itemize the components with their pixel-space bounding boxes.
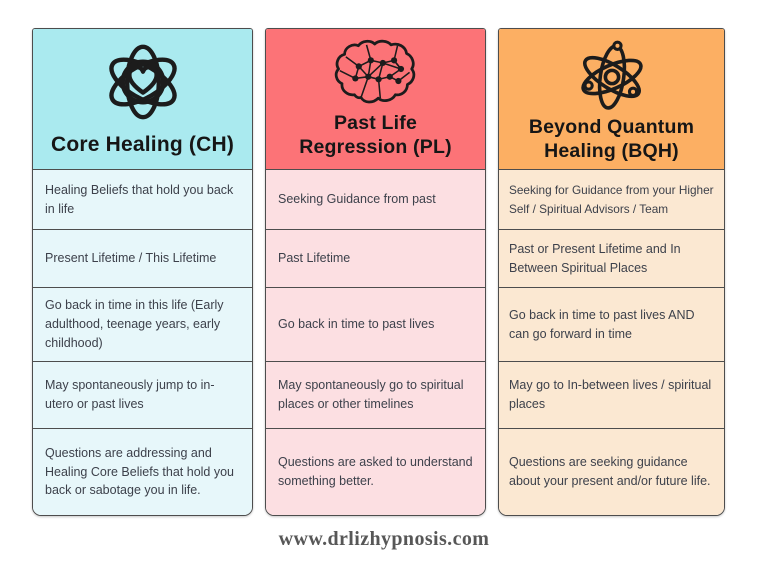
cell-ch-focus: Healing Beliefs that hold you back in li…: [33, 169, 252, 229]
cell-bqh-lifetime: Past or Present Lifetime and In Between …: [499, 229, 724, 287]
cell-bqh-timetravel: Go back in time to past lives AND can go…: [499, 287, 724, 361]
cell-bqh-spontaneous: May go to In-between lives / spiritual p…: [499, 361, 724, 428]
comparison-table: Core Healing (CH) Healing Beliefs that h…: [32, 28, 725, 516]
cell-pl-timetravel: Go back in time to past lives: [266, 287, 485, 361]
title-line: Beyond Quantum: [528, 116, 695, 138]
cell-pl-spontaneous: May spontaneously go to spiritual places…: [266, 361, 485, 428]
column-beyond-quantum-healing: Beyond Quantum Healing (BQH) Seeking for…: [498, 28, 725, 516]
cell-bqh-focus: Seeking for Guidance from your Higher Se…: [499, 169, 724, 229]
cell-ch-questions: Questions are addressing and Healing Cor…: [33, 428, 252, 515]
website-url: www.drlizhypnosis.com: [278, 528, 490, 550]
column-header-core-healing: Core Healing (CH): [33, 29, 252, 169]
cell-pl-focus: Seeking Guidance from past: [266, 169, 485, 229]
cell-ch-timetravel: Go back in time in this life (Early adul…: [33, 287, 252, 361]
atom-icon: [573, 38, 651, 116]
cell-pl-lifetime: Past Lifetime: [266, 229, 485, 287]
brain-network-icon: [328, 38, 424, 112]
atom-heart-icon: [99, 38, 187, 126]
title-line: Healing (BQH): [544, 139, 679, 162]
column-past-life-regression: Past Life Regression (PL) Seeking Guidan…: [265, 28, 486, 516]
title-line: Core Healing (CH): [50, 133, 235, 157]
column-header-past-life-regression: Past Life Regression (PL): [266, 29, 485, 169]
cell-bqh-questions: Questions are seeking guidance about you…: [499, 428, 724, 515]
cell-ch-lifetime: Present Lifetime / This Lifetime: [33, 229, 252, 287]
cell-ch-spontaneous: May spontaneously jump to in-utero or pa…: [33, 361, 252, 428]
cell-pl-questions: Questions are asked to understand someth…: [266, 428, 485, 515]
title-line: Regression (PL): [299, 135, 452, 158]
column-header-beyond-quantum-healing: Beyond Quantum Healing (BQH): [499, 29, 724, 169]
title-line: Past Life: [333, 112, 418, 134]
column-title-beyond-quantum-healing: Beyond Quantum Healing (BQH): [529, 116, 694, 164]
column-core-healing: Core Healing (CH) Healing Beliefs that h…: [32, 28, 253, 516]
column-title-past-life-regression: Past Life Regression (PL): [299, 112, 452, 160]
column-title-core-healing: Core Healing (CH): [51, 132, 234, 158]
